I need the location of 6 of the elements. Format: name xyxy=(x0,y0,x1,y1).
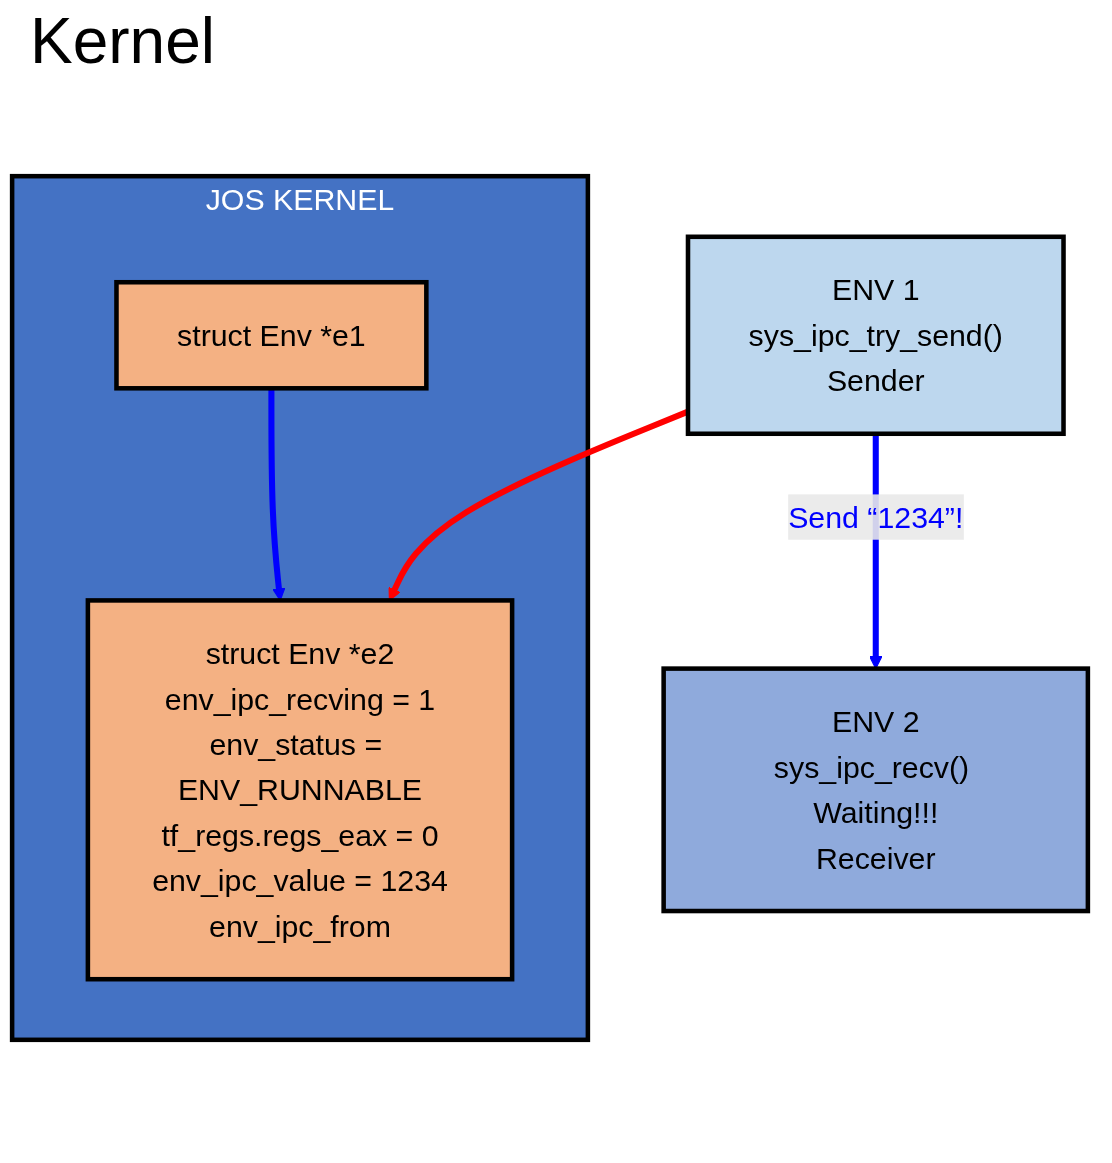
node-box: ENV 1 sys_ipc_try_send() Sender xyxy=(685,234,1066,437)
edge-label: Send “1234”! xyxy=(788,500,964,534)
node-box: struct Env *e1 xyxy=(114,279,429,391)
node-box: struct Env *e2 env_ipc_recving = 1 env_status = ENV_RUNNABLE tf_regs.regs_eax = 0 env_ipc_value = 1234 env_ipc_from xyxy=(85,598,515,982)
node-box: ENV 2 sys_ipc_recv() Waiting!!! Receiver xyxy=(661,666,1091,914)
diagram-title: Kernel xyxy=(30,4,215,78)
